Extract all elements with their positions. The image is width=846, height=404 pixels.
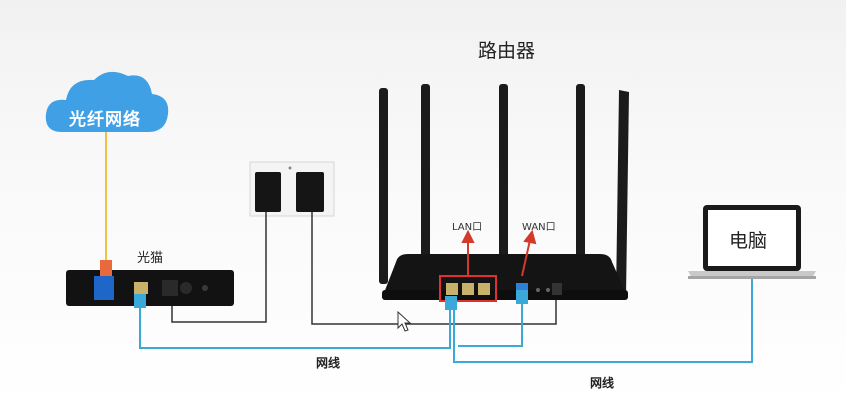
port-arrows [461,229,537,277]
modem-device [66,270,234,306]
cable-connectors [134,290,528,310]
laptop-icon [688,205,816,279]
cloud-label: 光纤网络 [69,110,141,130]
diagram-title: 路由器 [478,40,536,62]
router-device [382,254,628,302]
fiber-connector [100,260,112,276]
power-cable-router [311,212,557,325]
network-cables [139,276,753,363]
cloud-icon [45,71,169,132]
power-outlet-icon [249,161,335,217]
mouse-cursor-icon [397,310,412,332]
lan-port-label: LAN口 [452,222,483,233]
computer-label: 电脑 [729,230,768,252]
router-antennas [379,84,629,296]
cable-label-1: 网线 [316,356,341,370]
cable-label-2: 网线 [590,376,615,390]
modem-label: 光猫 [137,251,164,266]
wan-port-label: WAN口 [522,222,556,233]
